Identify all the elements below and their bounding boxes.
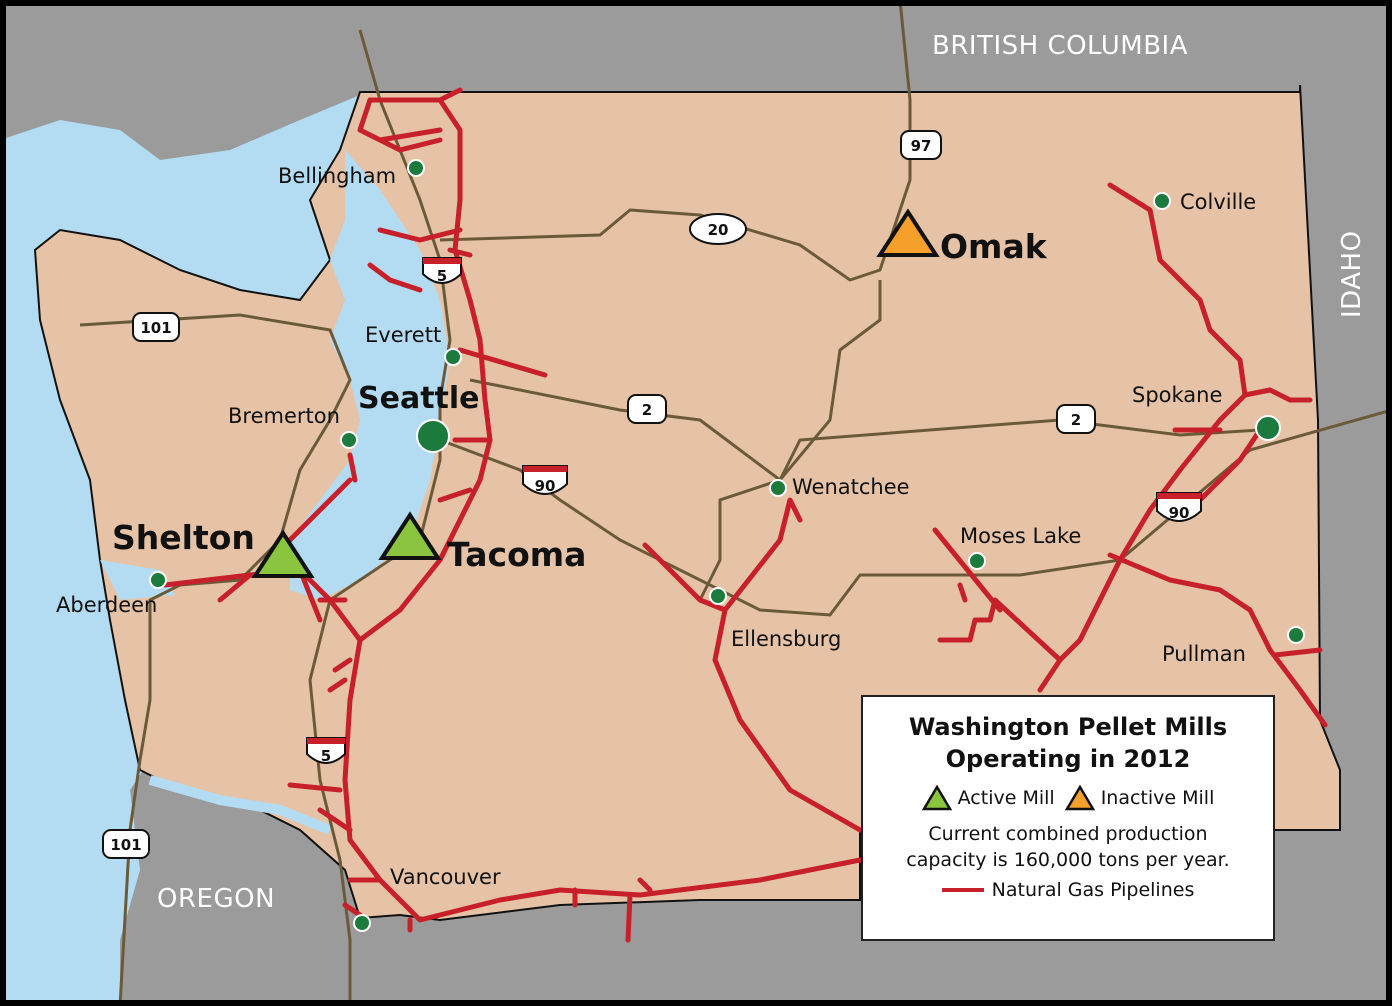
legend-capacity-note: Current combined production capacity is … — [863, 821, 1273, 873]
interstate-90-west-shield: 90 — [522, 465, 568, 495]
legend-mill-keys: Active Mill Inactive Mill — [863, 785, 1273, 811]
seattle-dot — [416, 419, 450, 453]
interstate-90-east-shield: 90 — [1156, 492, 1202, 522]
legend-active-key: Active Mill — [921, 785, 1055, 811]
label-moses-lake: Moses Lake — [960, 524, 1081, 548]
us-2-east-shield: 2 — [1056, 404, 1096, 434]
label-tacoma: Tacoma — [447, 535, 586, 574]
inactive-mill-icon — [1064, 785, 1095, 811]
svg-text:101: 101 — [110, 836, 141, 854]
label-aberdeen: Aberdeen — [56, 593, 157, 617]
aberdeen-dot — [149, 571, 167, 589]
label-omak: Omak — [940, 227, 1048, 266]
svg-text:5: 5 — [437, 267, 447, 285]
legend-note-line1: Current combined production — [928, 823, 1208, 845]
legend-note-line2: capacity is 160,000 tons per year. — [906, 849, 1230, 871]
svg-text:101: 101 — [140, 319, 171, 337]
bellingham-dot — [407, 159, 425, 177]
puget-sound — [290, 150, 450, 600]
label-idaho: IDAHO — [1337, 230, 1367, 318]
city-dots — [149, 159, 1305, 932]
wenatchee-dot — [769, 479, 787, 497]
pipeline-line-icon — [941, 888, 984, 892]
moses-lake-dot — [968, 552, 986, 570]
natural-gas-pipelines — [162, 87, 1328, 943]
legend-pipeline-label: Natural Gas Pipelines — [991, 879, 1195, 901]
us-97-shield: 97 — [900, 130, 942, 160]
legend-inactive-label: Inactive Mill — [1100, 787, 1215, 809]
label-seattle: Seattle — [358, 381, 480, 416]
label-bremerton: Bremerton — [228, 404, 340, 428]
everett-dot — [444, 348, 462, 366]
legend-pipeline-key: Natural Gas Pipelines — [863, 879, 1273, 901]
pullman-dot — [1287, 626, 1305, 644]
legend-inactive-key: Inactive Mill — [1064, 785, 1215, 811]
legend-title-line1: Washington Pellet Mills — [908, 713, 1228, 741]
map-legend: Washington Pellet Mills Operating in 201… — [861, 695, 1275, 941]
interstate-5-north-shield: 5 — [422, 257, 462, 285]
interstate-5-south-shield: 5 — [306, 737, 346, 765]
route-20-shield: 20 — [689, 213, 747, 245]
vancouver-dot — [353, 914, 371, 932]
svg-text:90: 90 — [1169, 504, 1190, 522]
svg-text:97: 97 — [911, 137, 932, 155]
us-101-south-shield: 101 — [102, 829, 150, 859]
label-oregon: OREGON — [157, 884, 275, 914]
svg-text:20: 20 — [708, 221, 729, 239]
grays-harbor — [100, 560, 175, 600]
tacoma-mill-icon — [378, 511, 442, 560]
columbia-river — [148, 775, 332, 835]
label-british-columbia: BRITISH COLUMBIA — [932, 31, 1188, 61]
label-vancouver: Vancouver — [390, 865, 501, 889]
svg-text:2: 2 — [1071, 411, 1081, 429]
label-pullman: Pullman — [1162, 642, 1246, 666]
legend-title: Washington Pellet Mills Operating in 201… — [863, 711, 1273, 775]
label-colville: Colville — [1180, 190, 1256, 214]
svg-text:2: 2 — [642, 401, 652, 419]
legend-active-label: Active Mill — [957, 787, 1055, 809]
legend-title-line2: Operating in 2012 — [945, 745, 1191, 773]
colville-dot — [1153, 192, 1171, 210]
label-shelton: Shelton — [112, 518, 255, 557]
label-everett: Everett — [365, 323, 441, 347]
bremerton-dot — [340, 431, 358, 449]
us-101-north-shield: 101 — [132, 312, 180, 342]
shelton-mill-icon — [251, 529, 315, 578]
spokane-dot — [1255, 415, 1281, 441]
active-mill-icon — [921, 785, 952, 811]
label-spokane: Spokane — [1132, 383, 1222, 407]
label-wenatchee: Wenatchee — [792, 475, 910, 499]
label-ellensburg: Ellensburg — [731, 627, 841, 651]
label-bellingham: Bellingham — [278, 164, 396, 188]
us-2-west-shield: 2 — [627, 394, 667, 424]
svg-text:5: 5 — [321, 747, 331, 765]
ellensburg-dot — [709, 587, 727, 605]
svg-text:90: 90 — [535, 477, 556, 495]
omak-mill-icon — [876, 208, 940, 257]
